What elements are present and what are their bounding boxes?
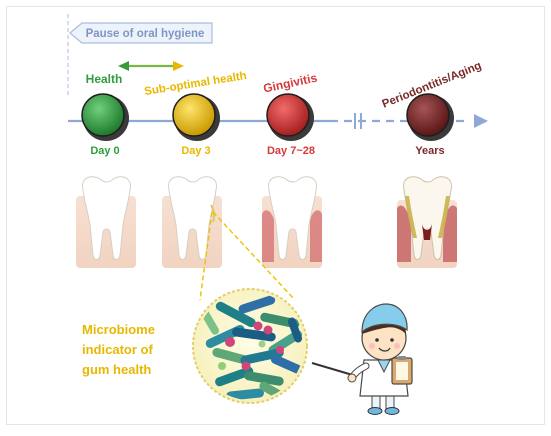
microbiome-lens	[192, 288, 308, 404]
tooth-suboptimal-illustration	[162, 176, 222, 268]
pause-banner: Pause of oral hygiene	[69, 22, 213, 44]
periodontitis-button	[406, 93, 450, 137]
gingivitis-button	[266, 93, 310, 137]
stage-suboptimal: Sub-optimal health Day 3	[143, 70, 247, 157]
microbiome-callout: Microbiome indicator of gum health	[82, 322, 155, 377]
stage-periodontitis: Periodontitis/Aging Years	[380, 60, 483, 157]
tooth-periodontitis-illustration	[397, 176, 457, 268]
suboptimal-button	[172, 93, 216, 137]
doctor-character	[347, 303, 413, 415]
stage-gingivitis: Gingivitis Day 7~28	[262, 70, 319, 157]
double-arrow	[118, 61, 184, 71]
tooth-gingivitis-illustration	[262, 176, 322, 268]
stage-suboptimal-time: Day 3	[181, 145, 210, 157]
stage-health-time: Day 0	[90, 145, 119, 157]
pause-banner-label: Pause of oral hygiene	[86, 28, 205, 40]
stage-health-title: Health	[86, 72, 123, 86]
callout-line-3: gum health	[82, 362, 151, 377]
stage-gingivitis-time: Day 7~28	[267, 145, 315, 157]
stage-health: Health Day 0	[81, 72, 129, 157]
bacteria-cluster	[201, 295, 303, 400]
tooth-health-illustration	[76, 176, 136, 268]
magnifier-guide-lines	[199, 211, 296, 301]
stage-gingivitis-title: Gingivitis	[262, 70, 319, 95]
pointer-stick	[311, 362, 357, 377]
callout-line-2: indicator of	[82, 342, 153, 357]
callout-line-1: Microbiome	[82, 322, 155, 337]
health-button	[81, 93, 125, 137]
stage-periodontitis-time: Years	[415, 145, 444, 157]
